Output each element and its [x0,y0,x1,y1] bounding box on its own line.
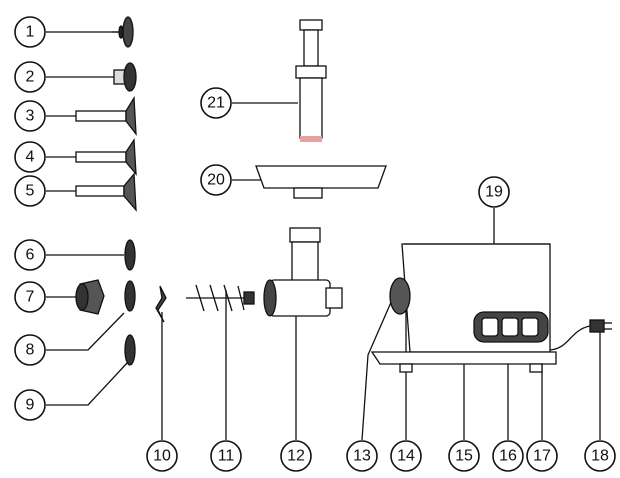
callout-16: 16 [492,440,524,472]
svg-text:8: 8 [26,342,35,359]
svg-text:2: 2 [26,69,35,86]
part-1-sausage-nozzle-small [112,16,134,48]
callout-1: 1 [14,16,46,48]
svg-text:7: 7 [26,289,35,306]
part-20-feeding-tray [255,165,387,199]
svg-text:10: 10 [153,448,171,465]
svg-text:3: 3 [26,108,35,125]
callout-10: 10 [146,440,178,472]
part-13-lock-knob [389,277,411,315]
callout-12: 12 [280,440,312,472]
callout-4: 4 [14,141,46,173]
callout-18: 18 [584,440,616,472]
callout-9: 9 [14,389,46,421]
part-16-power-button [501,317,519,337]
svg-text:14: 14 [397,448,415,465]
svg-text:17: 17 [533,448,551,465]
svg-text:11: 11 [218,448,235,465]
callouts: 1 2 3 4 5 6 7 8 9 10 11 12 13 14 15 16 1… [14,16,616,472]
svg-text:1: 1 [26,24,35,41]
part-18-power-cord [549,319,612,351]
part-6-cutting-plate [124,239,136,271]
part-12-grinder-head [263,227,343,317]
svg-text:16: 16 [499,448,517,465]
callout-14: 14 [390,440,422,472]
callout-6: 6 [14,239,46,271]
part-5-sausage-tube [75,172,137,212]
part-3-sausage-tube [75,95,137,137]
part-15-reverse-button [481,317,499,337]
leader-lines [46,31,601,441]
svg-text:6: 6 [26,247,35,264]
control-panel [473,311,549,343]
callout-20: 20 [200,164,232,196]
part-2-kubbe-attachment [113,62,137,92]
callout-15: 15 [448,440,480,472]
part-9-cutting-plate [124,334,136,366]
callout-3: 3 [14,100,46,132]
callout-2: 2 [14,61,46,93]
svg-text:20: 20 [207,172,225,189]
svg-text:13: 13 [353,448,371,465]
svg-text:19: 19 [485,184,503,201]
callout-19: 19 [478,176,510,208]
svg-text:15: 15 [455,448,473,465]
part-7-ring-nut [75,279,105,315]
svg-text:21: 21 [207,95,225,112]
callout-5: 5 [14,175,46,207]
part-8-cutting-plate [124,280,136,312]
svg-text:18: 18 [591,448,609,465]
part-4-sausage-tube [75,138,137,176]
callout-11: 11 [210,440,242,472]
callout-17: 17 [526,440,558,472]
svg-text:9: 9 [26,397,35,414]
part-10-cutting-blade [155,285,167,323]
callout-13: 13 [346,440,378,472]
part-11-auger-screw [186,284,255,312]
part-17-forward-button [521,317,539,337]
callout-21: 21 [200,87,232,119]
svg-text:4: 4 [26,149,35,166]
part-21-food-pusher [295,19,327,142]
svg-text:12: 12 [287,448,305,465]
svg-text:5: 5 [26,183,35,200]
callout-7: 7 [14,281,46,313]
callout-8: 8 [14,334,46,366]
